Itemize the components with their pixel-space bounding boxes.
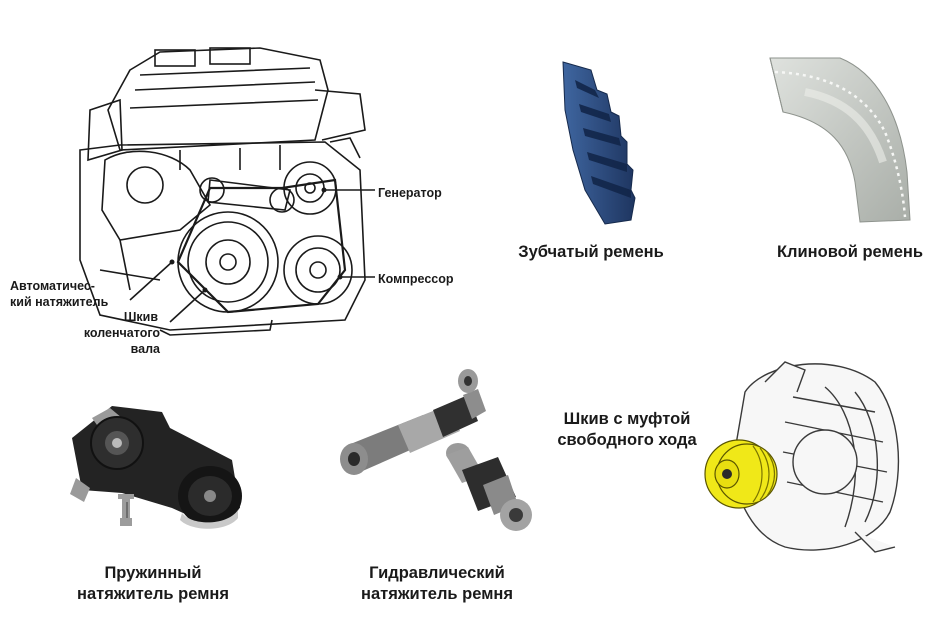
label-generator: Генератор [378, 186, 442, 200]
spring-tensioner-drawing [70, 406, 242, 529]
label-freewheel-pulley: Шкив с муфтой свободного хода [538, 409, 716, 451]
label-auto-tensioner-line2: кий натяжитель [10, 295, 109, 309]
toothed-belt-drawing [562, 61, 636, 225]
engine-drawing [79, 47, 375, 336]
label-spring-tensioner-line2: натяжитель ремня [77, 585, 229, 603]
label-auto-tensioner-line1: Автоматичес- [10, 279, 95, 293]
alternator-drawing [704, 361, 900, 553]
engine-diagram [60, 30, 380, 350]
label-vee-belt: Клиновой ремень [776, 243, 923, 261]
alternator-image [704, 352, 905, 557]
label-crank-pulley-line1: Шкив [123, 310, 158, 324]
label-auto-tensioner: Автоматичес- кий натяжитель [10, 278, 108, 310]
label-hydraulic-tensioner: Гидравлический натяжитель ремня [332, 563, 542, 605]
label-crank-pulley-line3: вала [130, 342, 160, 356]
label-compressor: Компрессор [378, 272, 454, 286]
spring-tensioner-image [62, 398, 252, 543]
label-spring-tensioner: Пружинный натяжитель ремня [48, 563, 258, 605]
label-hydraulic-tensioner-line2: натяжитель ремня [361, 585, 513, 603]
vee-belt-drawing [769, 57, 911, 223]
label-hydraulic-tensioner-line1: Гидравлический [369, 564, 505, 582]
toothed-belt-image [555, 60, 645, 230]
label-freewheel-pulley-line1: Шкив с муфтой [563, 410, 691, 428]
label-crank-pulley: Шкив коленчатого вала [70, 309, 190, 357]
label-spring-tensioner-line1: Пружинный [104, 564, 202, 582]
label-toothed-belt: Зубчатый ремень [518, 243, 664, 261]
hydraulic-tensioner-drawing [340, 369, 532, 531]
label-freewheel-pulley-line2: свободного хода [557, 431, 697, 449]
hydraulic-tensioner-image [338, 365, 558, 535]
vee-belt-image [765, 52, 915, 227]
label-crank-pulley-line2: коленчатого [83, 326, 160, 340]
